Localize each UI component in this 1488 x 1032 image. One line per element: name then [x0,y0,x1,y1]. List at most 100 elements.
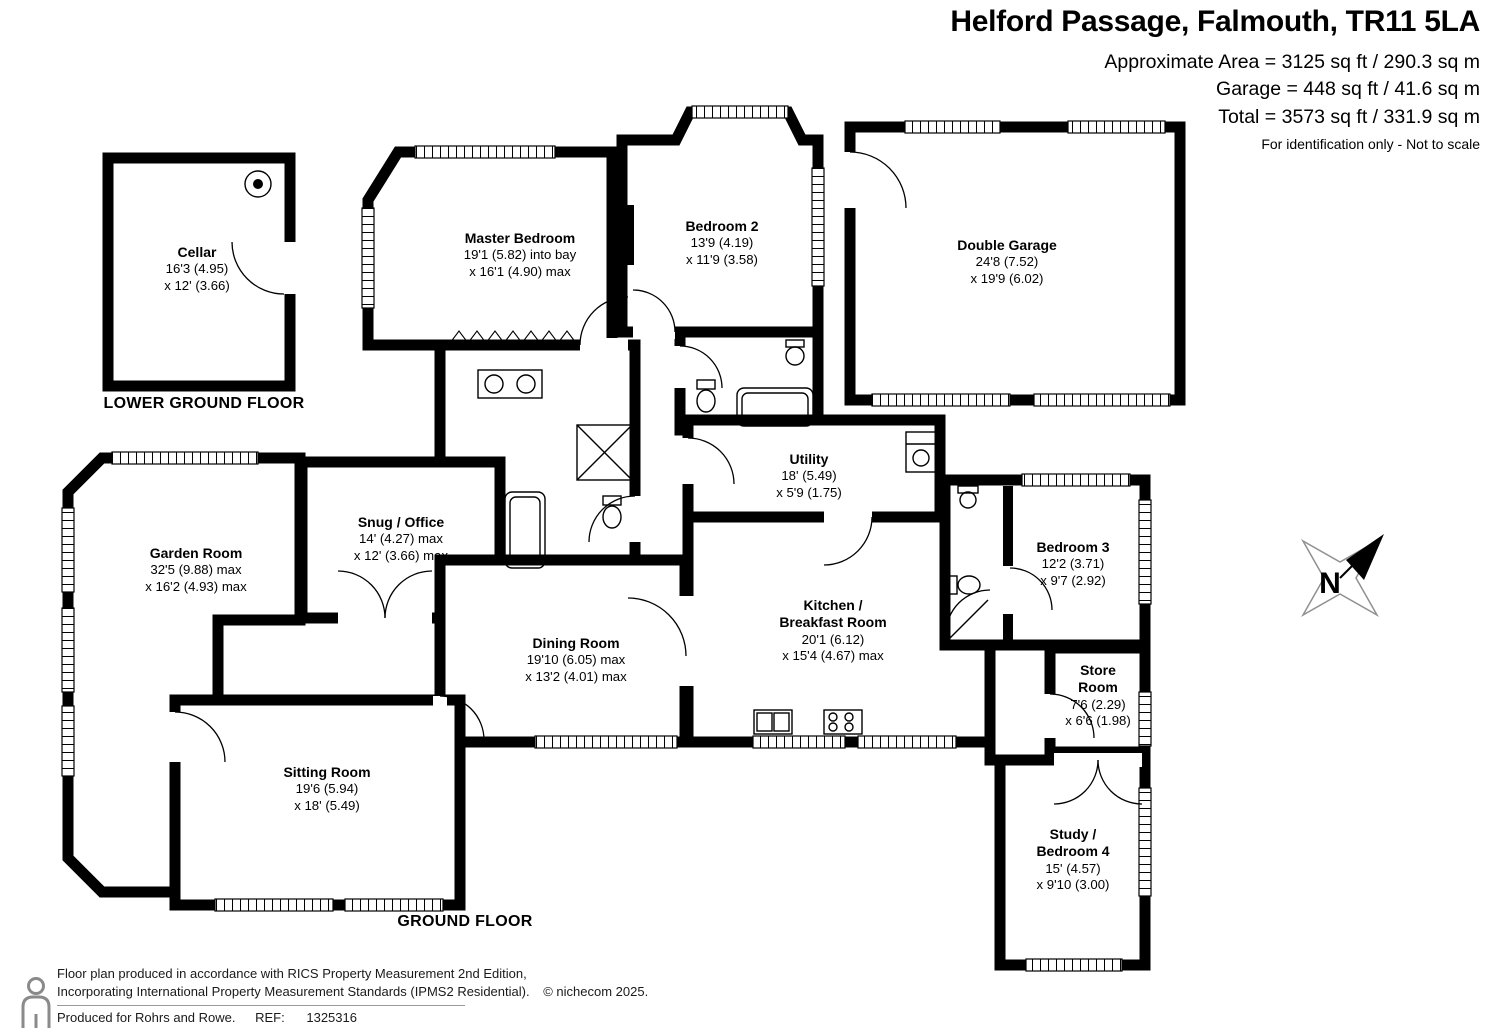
room-size: x 15'4 (4.67) max [782,648,884,664]
window [61,705,75,777]
window [1033,393,1171,407]
room-size: x 16'1 (4.90) max [469,263,571,279]
room-label-store-room: Store Room 7'6 (2.29) x 6'6 (1.98) [1065,662,1131,729]
toilet-icon [696,379,716,413]
window [111,451,259,465]
room-cellar [102,152,296,392]
cellar-well-icon [244,170,272,198]
room-size: x 5'9 (1.75) [776,484,842,500]
window [1021,473,1131,487]
bathtub-icon [504,491,546,569]
room-name: Master Bedroom [464,230,576,246]
room-label-utility: Utility 18' (5.49) x 5'9 (1.75) [776,451,842,501]
room-double-garage [844,121,1186,406]
room-label-cellar: Cellar 16'3 (4.95) x 12' (3.66) [164,244,230,294]
room-name: Breakfast Room [779,614,887,631]
room-label-bedroom-2: Bedroom 2 13'9 (4.19) x 11'9 (3.58) [685,218,758,268]
room-size: 16'3 (4.95) [165,261,229,277]
chimney-breast [608,205,634,265]
compass-icon: N [1301,534,1384,617]
window [857,735,957,749]
room-label-snug-office: Snug / Office 14' (4.27) max x 12' (3.66… [354,514,448,564]
window [1138,691,1152,747]
window [1025,958,1123,972]
window [344,898,444,912]
room-name: Utility [789,451,829,467]
ref-label: REF: [255,1009,285,1025]
room-label-garden-room: Garden Room 32'5 (9.88) max x 16'2 (4.93… [145,545,246,595]
person-icon [21,977,51,1028]
room-name: Bedroom 2 [685,218,759,234]
footer: Floor plan produced in accordance with R… [57,965,648,1027]
room-name: Room [1078,679,1118,696]
room-name: Garden Room [149,545,243,561]
room-name: Study / [1049,826,1097,842]
footer-line-2-row: Incorporating International Property Mea… [57,983,648,1001]
room-label-double-garage: Double Garage 24'8 (7.52) x 19'9 (6.02) [957,237,1057,287]
room-name: Kitchen / [803,597,863,613]
room-size: x 13'2 (4.01) max [525,668,627,684]
window [214,898,334,912]
room-size: 32'5 (9.88) max [150,562,242,578]
footer-line-2: Incorporating International Property Mea… [57,984,530,1000]
window [1067,120,1166,134]
room-name: Bedroom 3 [1036,539,1110,555]
walls [62,106,1186,971]
room-name: Bedroom 4 [1036,843,1110,860]
room-size: 19'6 (5.94) [295,781,359,797]
room-size: x 12' (3.66) [164,277,230,293]
window [752,735,846,749]
room-name: Sitting Room [283,764,371,780]
window [691,105,789,119]
ref-value: 1325316 [306,1009,357,1025]
window [1138,499,1152,605]
room-size: x 9'7 (2.92) [1040,572,1106,588]
room-size: 24'8 (7.52) [975,254,1039,270]
room-size: 13'9 (4.19) [690,235,754,251]
copyright-text: © nichecom 2025. [543,984,649,1000]
compass-north-label: N [1319,567,1341,600]
produced-for-text: Produced for Rohrs and Rowe. [57,1009,236,1025]
room-size: 19'1 (5.82) into bay [463,247,577,263]
toilet-icon [602,495,622,529]
room-size: 19'10 (6.05) max [526,652,626,668]
door-gaps [169,152,1142,767]
north-arrow [1346,534,1384,580]
kitchen-sink-icon [753,709,793,735]
room-name: Snug / Office [357,514,445,530]
window [414,145,556,159]
room-size: x 6'6 (1.98) [1065,713,1131,729]
room-name: Store [1080,662,1116,678]
room-size: 20'1 (6.12) [801,631,865,647]
room-size: x 18' (5.49) [294,797,360,813]
room-size: 18' (5.49) [781,468,837,484]
room-size: x 11'9 (3.58) [686,251,758,267]
shower-screen-icon [949,599,989,639]
window [811,167,825,287]
appliance-icon [905,431,937,473]
wardrobe-icon [449,330,577,344]
window [361,207,375,309]
garage-area-line: Garage = 448 sq ft / 41.6 sq m [1216,78,1480,101]
room-label-master-bedroom: Master Bedroom 19'1 (5.82) into bay x 16… [464,230,577,280]
window [904,120,1001,134]
page-title: Helford Passage, Falmouth, TR11 5LA [950,5,1480,38]
total-area-line: Total = 3573 sq ft / 331.9 sq m [1218,105,1480,128]
room-size: 7'6 (2.29) [1070,696,1126,712]
room-name: Double Garage [957,237,1057,253]
shower-icon [576,424,633,481]
approximate-area-line: Approximate Area = 3125 sq ft / 290.3 sq… [1104,51,1480,73]
room-size: 14' (4.27) max [359,531,443,547]
lower-ground-floor-label: LOWER GROUND FLOOR [103,395,305,412]
room-size: x 12' (3.66) max [353,547,449,563]
footer-divider [57,1004,465,1006]
room-size: x 19'9 (6.02) [970,270,1044,286]
room-label-kitchen-breakfast: Kitchen / Breakfast Room 20'1 (6.12) x 1… [779,597,886,664]
room-size: 15' (4.57) [1045,860,1101,876]
window [1138,787,1152,897]
room-label-dining-room: Dining Room 19'10 (6.05) max x 13'2 (4.0… [525,635,626,685]
room-label-study-bedroom-4: Study / Bedroom 4 15' (4.57) x 9'10 (3.0… [1036,826,1109,893]
bathtub-icon [736,387,814,427]
